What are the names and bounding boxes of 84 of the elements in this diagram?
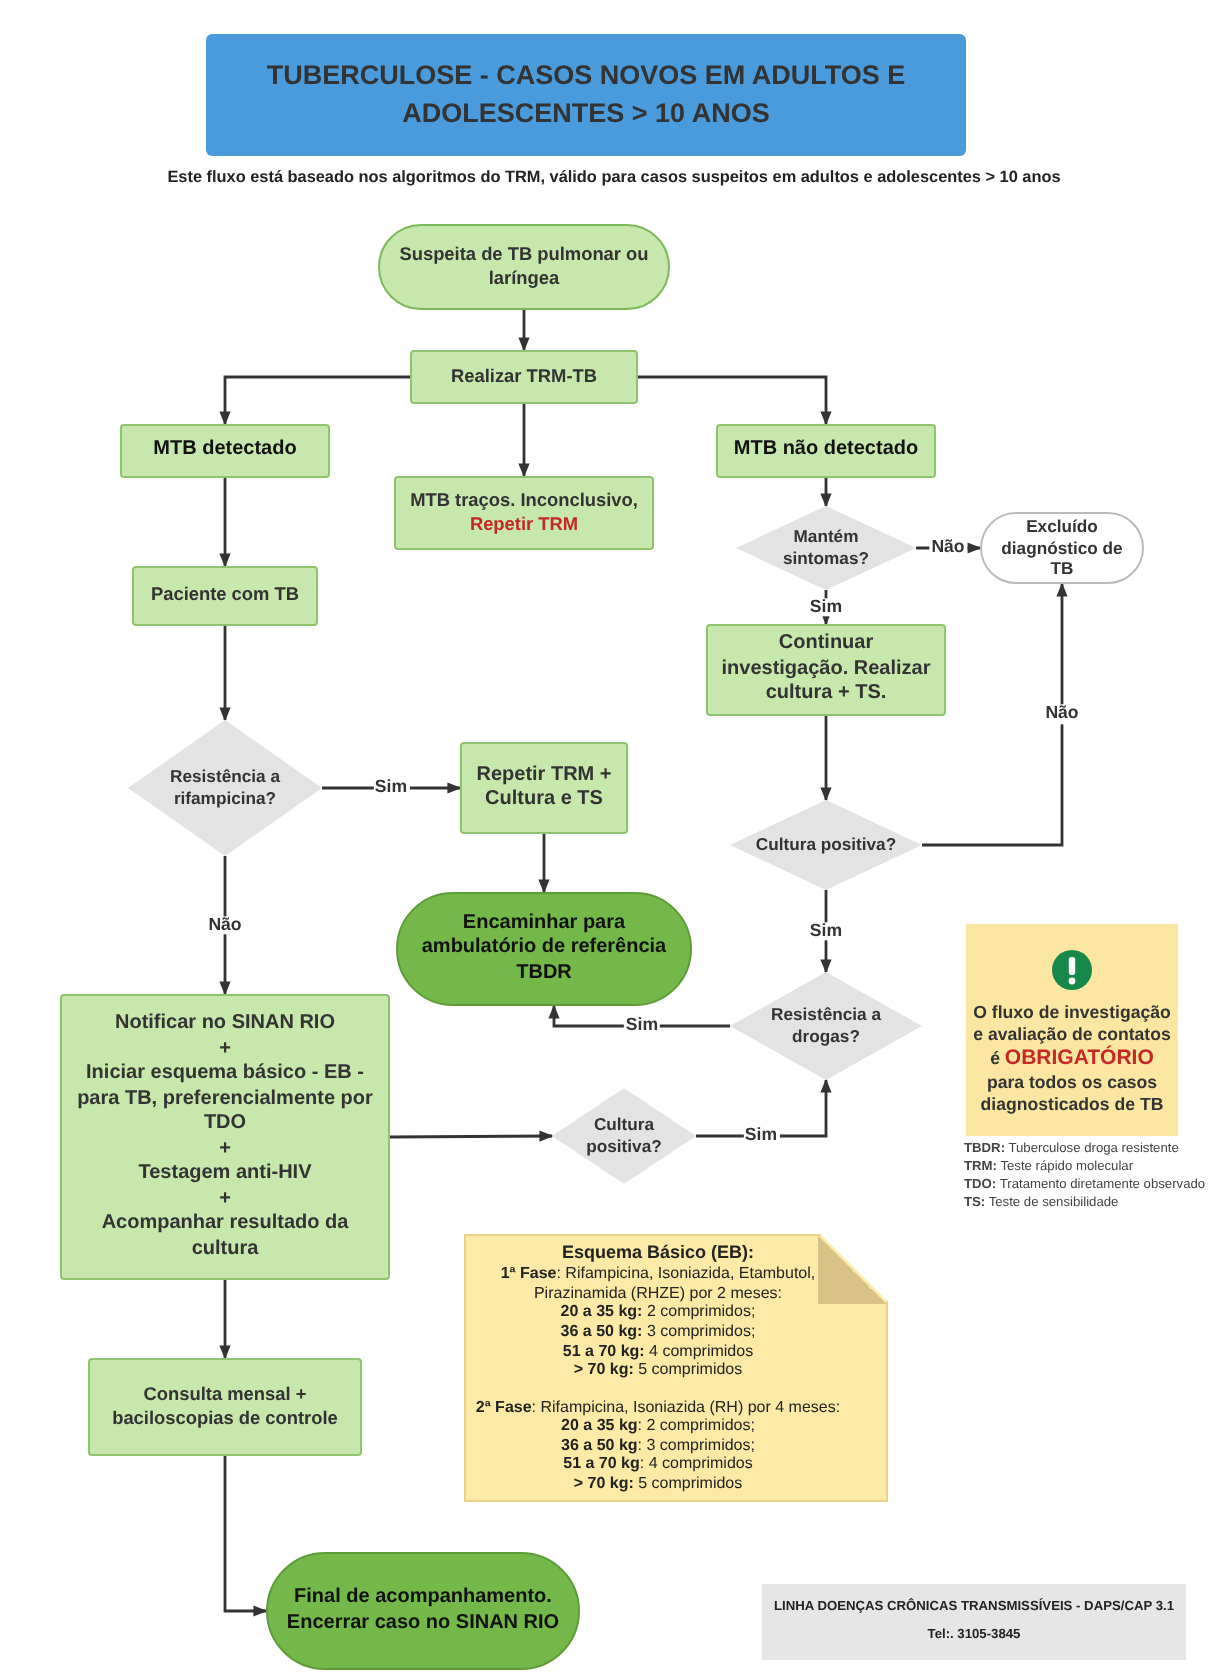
node-label: 20 a 35 kg: 2 comprimidos; <box>561 1416 755 1436</box>
node-label: Esquema Básico (EB): <box>561 1242 755 1265</box>
node-label: + <box>219 1037 231 1062</box>
process-box <box>410 350 638 404</box>
process-box <box>706 624 946 716</box>
process-box <box>60 994 390 1280</box>
arrow <box>219 478 231 568</box>
node-label: 36 a 50 kg: 3 comprimidos; <box>561 1435 755 1455</box>
edge-label: Sim <box>742 1126 780 1146</box>
arrow <box>219 626 231 722</box>
arrow <box>390 1130 554 1142</box>
arrow <box>219 1280 231 1360</box>
decision-diamond <box>128 720 322 856</box>
decision-diamond <box>552 1088 696 1184</box>
node-label: 51 a 70 kg: 4 comprimidos <box>562 1341 754 1361</box>
arrow <box>548 1004 730 1028</box>
process-box <box>132 566 318 626</box>
edge-label: Não <box>1043 704 1081 725</box>
node-label: Acompanhar resultado da cultura <box>99 1212 351 1262</box>
node-label: MTB não detectado <box>733 438 919 464</box>
decision-diamond <box>730 800 922 890</box>
arrow <box>820 478 832 508</box>
arrow <box>922 582 1068 847</box>
node-label: Cultura positiva? <box>584 1114 664 1158</box>
arrow <box>219 375 410 426</box>
edge-label: Sim <box>807 597 845 617</box>
end-terminal <box>980 512 1144 584</box>
node-label: Suspeita de TB pulmonar ou laríngea <box>397 244 651 290</box>
node-label: 51 a 70 kg: 4 comprimidos <box>563 1454 753 1475</box>
decision-diamond <box>736 506 916 590</box>
node-label: 2ª Fase: Rifampicina, Isoniazida (RH) por 4 meses: <box>475 1397 841 1417</box>
note-box <box>966 924 1178 1136</box>
node-label: 1ª Fase: Rifampicina, Isoniazida, Etambutol, Pirazinamida (RHZE) por 2 meses: <box>498 1264 818 1303</box>
node-label: MTB detectado <box>153 438 297 464</box>
node-label: Paciente com TB <box>150 584 300 608</box>
arrow <box>538 834 550 894</box>
node-label: Mantém sintomas? <box>781 526 871 570</box>
process-box <box>460 742 628 834</box>
result-box <box>716 424 936 478</box>
end-terminal <box>396 892 692 1006</box>
node-label: Resistência a drogas? <box>769 1004 884 1048</box>
node-label: > 70 kg: 5 comprimidos <box>573 1474 743 1494</box>
node-label: + <box>219 1137 231 1162</box>
node-label: MTB traços. Inconclusivo, <box>410 490 638 513</box>
arrow <box>219 856 231 996</box>
subtitle: Este fluxo está baseado nos algoritmos do TRM, válido para casos suspeitos em adultos e adolescentes > 10 anos <box>165 168 1063 188</box>
arrow <box>518 404 530 478</box>
node-label: > 70 kg: 5 comprimidos <box>573 1360 743 1380</box>
arrow <box>820 716 832 802</box>
node-label: Notificar no SINAN RIO <box>114 1012 335 1037</box>
node-label: Repetir TRM + Cultura e TS <box>474 763 614 813</box>
node-label: O fluxo de investigação e avaliação de contatos é OBRIGATÓRIO para todos os casos diagnosticados de TB <box>972 1001 1172 1116</box>
node-label: Final de acompanhamento. Encerrar caso no SINAN RIO <box>284 1586 562 1636</box>
footer-box <box>762 1584 1186 1660</box>
arrow <box>223 1456 268 1617</box>
arrow <box>820 590 832 626</box>
arrow <box>518 310 530 352</box>
process-box <box>88 1358 362 1456</box>
edge-label: Não <box>206 915 244 935</box>
node-label: Cultura positiva? <box>755 834 897 856</box>
node-label: Realizar TRM-TB <box>451 365 597 389</box>
arrow <box>638 375 832 426</box>
node-label: 20 a 35 kg: 2 comprimidos; <box>560 1302 756 1322</box>
node-label: Consulta mensal + baciloscopias de controle <box>110 1384 340 1430</box>
node-label: 36 a 50 kg: 3 comprimidos; <box>560 1321 756 1341</box>
node-label: Testagem anti-HIV <box>138 1162 312 1187</box>
arrow <box>820 890 832 974</box>
start-terminal <box>378 224 670 310</box>
decision-diamond <box>730 972 922 1080</box>
edge-label: Sim <box>372 778 410 798</box>
title: TUBERCULOSE - CASOS NOVOS EM ADULTOS E ADOLESCENTES > 10 ANOS <box>264 58 908 131</box>
node-label: Iniciar esquema básico - EB - para TB, preferencialmente por TDO <box>75 1062 375 1137</box>
node-label: + <box>219 1187 231 1212</box>
result-box <box>120 424 330 478</box>
edge-label: Não <box>929 538 967 558</box>
node-label: Encaminhar para ambulatório de referência TBDR <box>419 911 669 987</box>
edge-label: Sim <box>807 921 845 941</box>
edge-label: Sim <box>623 1016 661 1036</box>
note-box <box>464 1234 888 1502</box>
process-box <box>394 476 654 550</box>
node-label: Resistência a rifampicina? <box>168 766 283 810</box>
node-label: Excluído diagnóstico de TB <box>999 515 1125 581</box>
node-label: Continuar investigação. Realizar cultura + TS. <box>719 632 933 708</box>
node-label: Repetir TRM <box>469 513 579 536</box>
